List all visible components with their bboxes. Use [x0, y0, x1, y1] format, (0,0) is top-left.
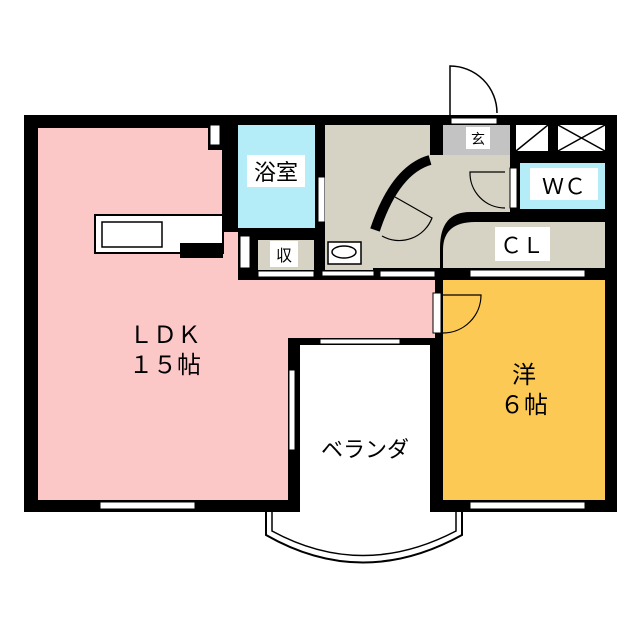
balcony-bow — [265, 510, 463, 564]
ldk-size: １５帖 — [129, 351, 201, 379]
room-western — [443, 280, 605, 500]
entrance-door-swing — [449, 65, 498, 115]
shoe-cabinet — [515, 124, 606, 152]
hallway — [325, 125, 510, 268]
room-balcony — [300, 345, 430, 512]
sink-icon — [101, 221, 163, 248]
closet-label: ＣＬ — [500, 234, 544, 259]
bathroom-label: 浴室 — [254, 161, 298, 186]
entrance-label: 玄 — [471, 131, 485, 148]
door-swing — [381, 196, 433, 242]
western-size: ６帖 — [500, 391, 548, 419]
storage-label: 収 — [276, 246, 292, 265]
windows — [99, 124, 586, 510]
wc-label: ＷＣ — [542, 175, 586, 200]
western-label: 洋 — [512, 361, 536, 389]
balcony-label: ベランダ — [321, 438, 409, 463]
ldk-label: ＬＤＫ — [129, 321, 201, 349]
